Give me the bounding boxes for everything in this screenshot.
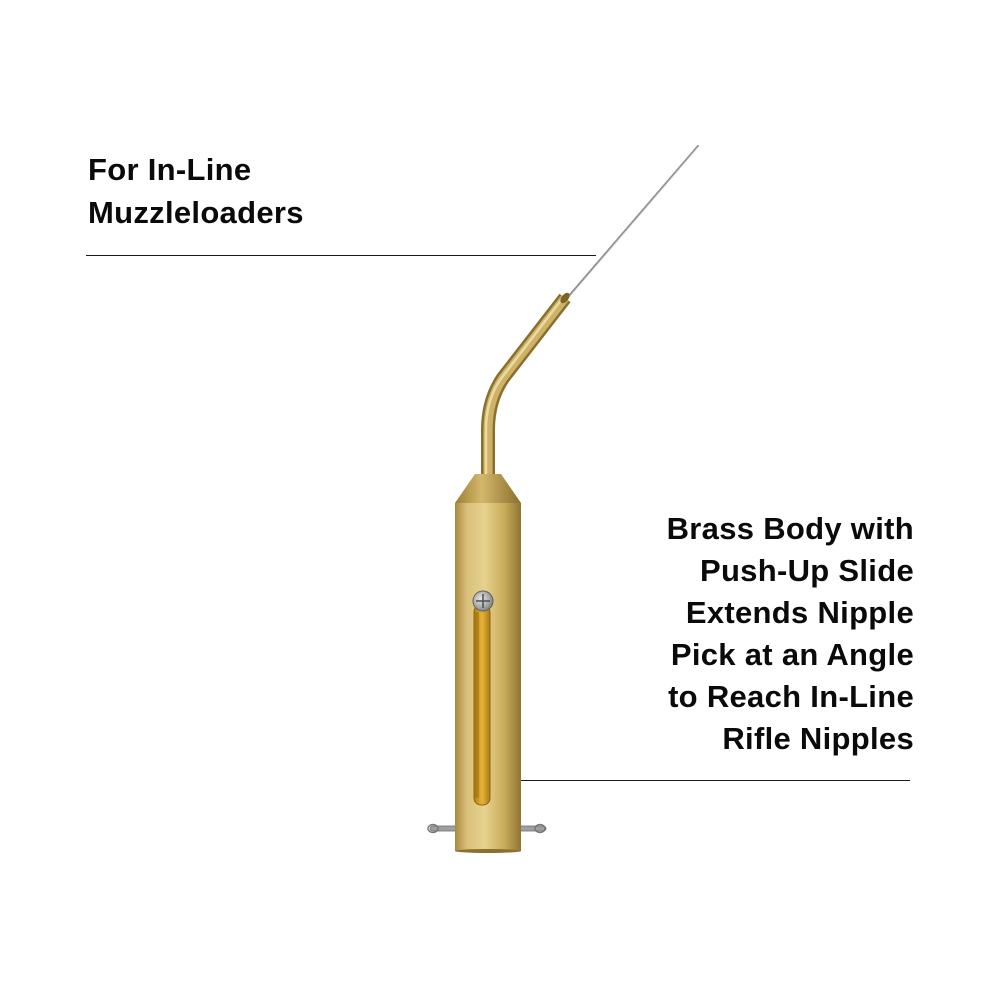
right-callout-line-4: Pick at an Angle	[670, 637, 914, 672]
top-callout-rule	[86, 255, 596, 256]
right-callout-rule	[520, 780, 910, 781]
brass-tube-shine	[483, 295, 569, 475]
right-callout-line-1: Brass Body with	[666, 511, 914, 546]
brass-tube-highlight	[484, 298, 563, 475]
right-callout-line-5: to Reach In-Line	[668, 679, 914, 714]
tube-end	[560, 292, 570, 304]
slide-slot-shadow	[475, 612, 479, 798]
body-cone	[455, 474, 521, 503]
body-bottom	[455, 849, 521, 853]
right-callout: Brass Body with Push-Up Slide Extends Ni…	[667, 508, 914, 760]
right-callout-line-2: Push-Up Slide	[699, 553, 914, 588]
right-callout-line-6: Rifle Nipples	[722, 721, 914, 756]
top-callout: For In-Line Muzzleloaders	[88, 148, 304, 234]
top-callout-line-1: For In-Line	[88, 152, 252, 187]
top-callout-line-2: Muzzleloaders	[88, 195, 304, 230]
right-callout-line-3: Extends Nipple	[685, 595, 914, 630]
pick-wire-highlight	[569, 146, 699, 297]
pick-wire	[567, 145, 699, 298]
